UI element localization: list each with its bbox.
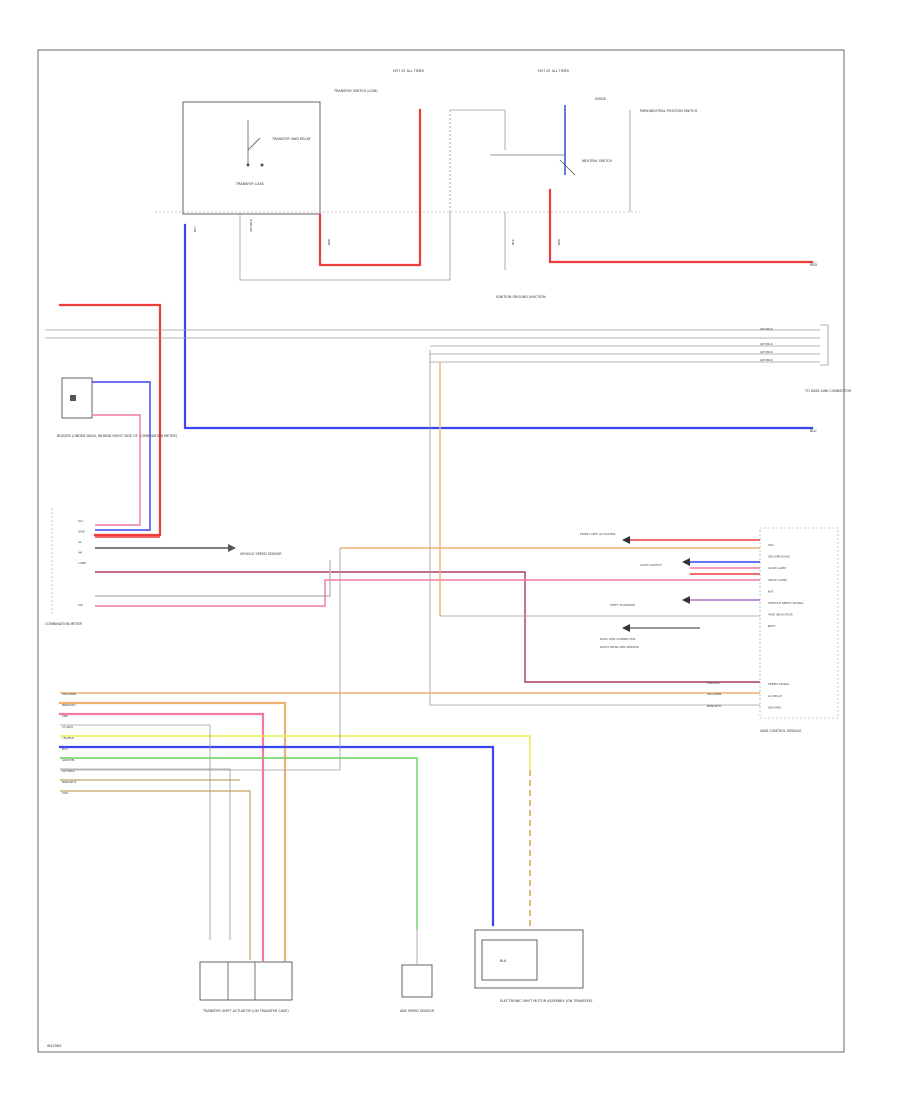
transfer-actuator-label: TRANSFER SHIFT ACTUATOR (ON TRANSFER CAS… — [202, 1009, 289, 1013]
bus-wire-label: BRN/WHT — [62, 780, 77, 784]
module-pin-label: IGN — [768, 543, 773, 547]
module-callout-1: FRONT DIFF. ACTUATOR — [580, 532, 616, 536]
left-bus-labels: ORG/BRN BRN/RED PNK LT GRN YEL/BLK BLU GRN/YEL… — [61, 692, 77, 795]
bus-wire-label: GRN/YEL — [62, 758, 75, 762]
data-link-callout: TO DATA LINK CONNECTOR — [804, 389, 852, 393]
fuse-top-right-label: HOT AT ALL TIMES — [538, 69, 569, 73]
neutral-switch-label: NEUTRAL SWITCH — [582, 159, 612, 163]
right-tap-label-1: GRY/BLK — [760, 327, 774, 331]
transfer-switch-label: TRANSFER SWITCH (LOW) — [333, 89, 378, 93]
right-tap-label-2: GRY/BLK — [760, 342, 774, 346]
module-callout-4: DATA LINK CONNECTOR — [600, 637, 636, 641]
neutral-switch: NEUTRAL SWITCH PARK/NEUTRAL POSITION SWI… — [490, 97, 698, 176]
module-pin-label: GROUND/DIAG — [768, 555, 791, 559]
left-red-wire — [58, 303, 162, 537]
combination-meter: COMBINATION METER — [45, 508, 83, 626]
meter-pink-black-wire — [95, 571, 760, 683]
meter-pink-wire — [95, 579, 760, 607]
module-callout-2: LIGHT SWITCH — [640, 563, 662, 567]
page-code: W10384 — [47, 1044, 61, 1048]
electronic-shift-motor: BLK ELECTRONIC SHIFT MOTOR ASSEMBLY (ON … — [474, 929, 593, 1003]
bus-brown-wire — [60, 790, 251, 960]
module-pins: IGN GROUND/DIAG 4LOW LAMP 4HIGH LAMP N/A VEHI… — [768, 543, 804, 709]
bus-pink-wire — [58, 712, 265, 962]
top-wire-label-red-2: RED — [557, 238, 561, 245]
right-tap-label-3: GRY/BLK — [760, 350, 774, 354]
module-bottom-label-2: ORG/BRN — [707, 692, 721, 696]
bus-wire-label: TAN — [61, 791, 68, 795]
fuse-top-left-label: HOT AT ALL TIMES — [393, 69, 424, 73]
vehicle-speed-label: VEHICLE SPEED SENSOR — [240, 552, 282, 556]
control-module: 4WD CONTROL MODULE — [759, 527, 839, 733]
combination-meter-label: COMBINATION METER — [45, 622, 83, 626]
transfer-case-label: TRANSFER CASE — [235, 182, 264, 186]
module-bottom-label-1: PNK/BLK — [707, 681, 721, 685]
meter-pin-label: 4H — [78, 551, 82, 555]
module-pin-label: 4HIGH LAMP — [768, 578, 787, 582]
right-tap-label-4: GRY/BLK — [760, 358, 774, 362]
top-red-wire-left — [318, 108, 422, 267]
meter-pin-label: LAMP — [78, 561, 86, 565]
diode-label: DIODE — [595, 97, 606, 101]
module-gray-loop — [429, 350, 760, 706]
bus-wire-label: BLU — [62, 747, 68, 751]
bus-blue-wire — [58, 745, 495, 927]
bus-orange-wire — [58, 701, 287, 962]
top-wire-label-gry: GRY/BLK — [249, 218, 253, 232]
shift-motor-inner-label: BLK — [500, 959, 507, 963]
module-pin-label: VEHICLE SPEED SIGNAL — [768, 601, 804, 605]
buzzer-label: BUZZER (UNDER DASH, BEHIND RIGHT SIDE OF… — [57, 434, 178, 438]
module-pin-label: LO RELAY — [768, 694, 782, 698]
control-module-label: 4WD CONTROL MODULE — [760, 729, 802, 733]
meter-gray-wire — [95, 560, 331, 597]
bus-wire-label: BRN/RED — [62, 703, 76, 707]
bus-wire-label: GRY/BLK — [62, 769, 76, 773]
module-callout-3: SHIFT SOLENOID — [610, 603, 636, 607]
buzzer: BUZZER (UNDER DASH, BEHIND RIGHT SIDE OF… — [57, 377, 178, 438]
shift-motor-label: ELECTRONIC SHIFT MOTOR ASSEMBLY (ON TRAN… — [500, 999, 593, 1003]
meter-pin-label: 4L — [78, 540, 82, 544]
bus-wire-label: YEL/BLK — [62, 736, 75, 740]
bus-yellow-wire — [60, 735, 531, 770]
meter-pin-label: SIG — [78, 603, 84, 607]
top-wire-label-blu: BLU — [193, 226, 197, 232]
meter-pin-label: GND — [78, 530, 86, 534]
bus-wire-label: LT GRN — [62, 725, 73, 729]
bus-green-wire — [60, 757, 418, 930]
module-pin-label: N/A — [768, 589, 774, 593]
park-neutral-label: PARK/NEUTRAL POSITION SWITCH — [640, 109, 698, 113]
diagram-frame — [37, 49, 845, 1053]
bus-wire-label: PNK — [62, 714, 69, 718]
module-pin-label: GROUND — [768, 705, 782, 709]
bus-wire-label: ORG/BRN — [62, 692, 76, 696]
module-pin-label: BATT — [768, 624, 776, 628]
top-wire-label-blk: BLK — [511, 238, 515, 245]
data-bus-lines — [45, 329, 820, 363]
module-pin-label: SPEED SIGNAL — [768, 682, 790, 686]
meter-pin-label: IG1 — [78, 519, 83, 523]
top-red-end-label: RED — [810, 263, 817, 267]
module-pin-label: 4WD INDICATOR — [768, 613, 793, 617]
blue-long-wire — [183, 223, 814, 430]
transfer-relay-label: TRANSFER 4WD RELAY — [271, 137, 312, 141]
transfer-shift-actuator: TRANSFER SHIFT ACTUATOR (ON TRANSFER CAS… — [199, 961, 293, 1013]
module-pin-label: 4LOW LAMP — [768, 566, 786, 570]
blue-end-label: BLU — [810, 429, 817, 433]
top-red-wire-right — [548, 188, 814, 264]
abs-speed-sensor: ABS SPEED SENSOR — [400, 964, 435, 1013]
buzzer-pink-wire — [92, 414, 141, 526]
transfer-switch: TRANSFER 4WD RELAY TRANSFER CASE TRANSFE… — [182, 89, 378, 215]
ground-junction-label: IGNITION GROUND JUNCTION — [496, 295, 546, 299]
buzzer-blue-wire — [92, 381, 151, 531]
module-callout-5: RIGHT REAR ABS SENSOR — [600, 645, 639, 649]
top-wire-label-red: RED — [327, 238, 331, 245]
abs-sensor-label: ABS SPEED SENSOR — [400, 1009, 435, 1013]
module-bottom-label-3: BRN/WHT — [707, 704, 722, 708]
